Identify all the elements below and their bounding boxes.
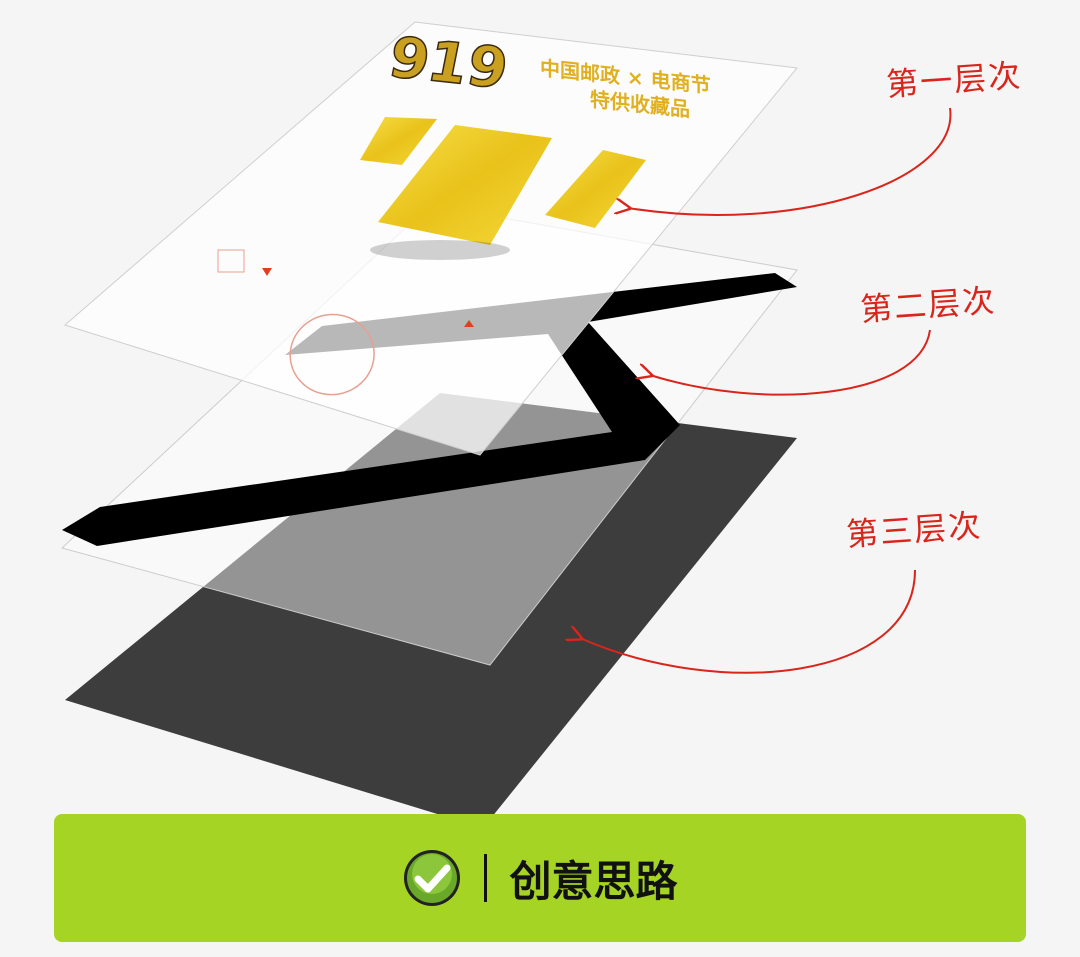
label-layer-3: 第三层次 — [844, 506, 984, 554]
layer-1-poster-sheet — [63, 21, 798, 456]
label-layer-1: 第一层次 — [884, 56, 1024, 104]
creative-idea-button[interactable]: 创意思路 — [54, 814, 1026, 942]
layer-3-dark-sheet — [65, 393, 797, 828]
arrow-layer-3 — [580, 569, 916, 674]
arrow-layer-1 — [628, 107, 952, 216]
button-label: 创意思路 — [509, 856, 678, 906]
arrow-layer-2 — [650, 329, 931, 396]
divider — [484, 854, 488, 902]
check-circle-icon — [404, 850, 461, 906]
gold-bar-small-right — [545, 150, 646, 228]
label-layer-2: 第二层次 — [858, 281, 998, 329]
gold-bar-small-left — [360, 117, 437, 165]
poster-logo: 919 — [390, 25, 507, 102]
gold-bar-large — [378, 125, 552, 245]
